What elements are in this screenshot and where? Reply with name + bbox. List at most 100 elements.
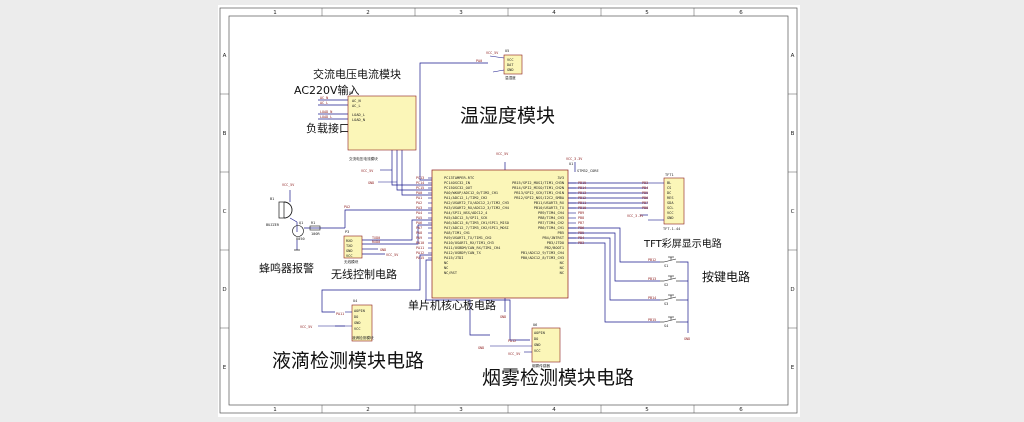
- q1-ref: Q1: [299, 221, 303, 225]
- wireless-module: P3 RXD TXD GND VCC TXD0 RXD0 GND VCC_5V …: [343, 230, 398, 264]
- u1-right-net: PB13: [578, 191, 586, 195]
- u4-pin: GND: [354, 321, 361, 325]
- u5-pin: VCC: [507, 58, 514, 62]
- u1-left-net: PA0: [416, 191, 422, 195]
- u1-right-pin: PB0/ADC12_8/TIM3_CH3: [521, 256, 564, 260]
- u1-left-net: PA1: [416, 196, 422, 200]
- tft-vcc-net: VCC_3.3V: [627, 214, 643, 218]
- u1-right-pin: PB4/JNTRST: [542, 236, 564, 240]
- wires: [289, 62, 689, 341]
- zone-dividers: [220, 8, 797, 413]
- col-marker: 5: [645, 10, 649, 16]
- u1-left-net: PC15: [416, 186, 424, 190]
- u4-pin: AOPIN: [354, 309, 365, 313]
- u1-left-net: PA9: [416, 236, 422, 240]
- u1-right-pin: PB5: [558, 231, 565, 235]
- u1-right-pin: 3V3: [558, 176, 565, 180]
- u6-ref: U6: [533, 323, 537, 327]
- u3-ac-module: U3 AC_N AC_L LOAD_L LOAD_N AC_N AC_L LOA…: [320, 91, 417, 185]
- u1-left-pin: PA8/TIM1_CH1: [444, 231, 470, 235]
- buzzer-label: 蜂鸣器报警: [259, 261, 314, 275]
- q1-type: 8050: [296, 237, 305, 241]
- u3-pin: LOAD_L: [352, 113, 365, 117]
- tft-pin: VCC: [667, 211, 674, 215]
- tft-net: PB3: [642, 181, 648, 185]
- p3-pin: TXD: [346, 244, 353, 248]
- tft-net: PB6: [642, 196, 648, 200]
- col-marker: 6: [739, 407, 743, 413]
- row-marker: A: [791, 53, 795, 59]
- u5-temp-module: U5 VCC DAT GND 温湿度 VCC_5V PA0: [476, 49, 523, 80]
- key-net: PB13: [648, 277, 656, 281]
- u1-left-net: PA11: [416, 246, 424, 250]
- u6-pin: GND: [534, 343, 541, 347]
- u1-right-pin: PB6/TIM4_CH1: [538, 226, 564, 230]
- key-ref: S2: [664, 283, 668, 287]
- tft-pin: SDA: [667, 201, 674, 205]
- u1-right-pin: PB15/SPI2_MOSI/TIM1_CH3N: [512, 181, 564, 185]
- u3-pin: LOAD_N: [352, 118, 365, 122]
- u6-smoke-module: U6 AOPIN DO GND VCC PA12 GND VCC_5V 烟雾传感…: [478, 323, 561, 368]
- u5-ref: U5: [505, 49, 509, 53]
- p3-pin: RXD: [346, 239, 353, 243]
- key-ref: S4: [664, 324, 668, 328]
- buzzer-circuit: VCC_5V B1 BUZZER Q1 8050 R1 100R PA2: [266, 183, 350, 251]
- u1-right-pin: PB11/USART3_RX: [534, 201, 565, 205]
- u1-right-pin: PB10/USART3_TX: [534, 206, 565, 210]
- u1-left-pin: PA12/USBDP/CAN_TX: [444, 251, 482, 255]
- u1-left-pin: PA11/USBDM/CAN_RX/TIM1_CH4: [444, 246, 500, 250]
- liquid-label: 液滴检测模块电路: [272, 350, 424, 372]
- u1-left-net: PC13: [416, 176, 424, 180]
- col-marker: 4: [552, 10, 556, 16]
- u1-left-pin: PC15OSC32_OUT: [444, 186, 473, 190]
- row-marker: B: [791, 131, 795, 137]
- load-port-label: 负载接口: [306, 121, 350, 135]
- row-marker: E: [223, 365, 227, 371]
- col-marker: 1: [273, 407, 277, 413]
- u1-right-pin: PB9/TIM4_CH4: [538, 211, 564, 215]
- u3-pin: AC_N: [352, 99, 361, 103]
- u1-left-pin: NC: [444, 266, 448, 270]
- u1-left-pin: PC14OSC32_IN: [444, 181, 470, 185]
- u1-left-pin: PC13TAMPER-RTC: [444, 176, 474, 180]
- u3-pin: AC_L: [352, 104, 361, 108]
- u4-caption: 液滴检测模块: [352, 335, 374, 340]
- p3-pin: GND: [346, 249, 353, 253]
- column-markers: 1 2 3 4 5 6 1 2 3 4 5 6: [273, 10, 743, 413]
- u1-right-pin: NC: [560, 261, 564, 265]
- u1-left-net: PA8: [416, 231, 422, 235]
- u1-left-net: PA2: [416, 201, 422, 205]
- u1-ref: U1: [569, 162, 573, 166]
- u3-caption: 交流电压电流模块: [349, 156, 378, 161]
- u1-right-pin: PB13/SPI2_SCK/TIM1_CH1N: [514, 191, 564, 195]
- u1-right-pin: PB12/SPI2_NSS/I2C2_SMBA: [514, 196, 565, 200]
- u5-vcc-net: VCC_5V: [486, 51, 498, 55]
- u1-left-net: PA10: [416, 241, 424, 245]
- tft-net: PB7: [642, 201, 648, 205]
- col-marker: 2: [366, 10, 370, 16]
- buzzer-name: BUZZER: [266, 223, 280, 227]
- u1-right-net: PB3: [578, 241, 584, 245]
- u5-pin: GND: [507, 68, 514, 72]
- u3-gnd: GND: [368, 181, 374, 185]
- buzzer-ref: B1: [270, 197, 274, 201]
- tft-pin: CS: [667, 186, 671, 190]
- u4-ref: U4: [353, 299, 357, 303]
- u1-left-pin: PA5/ADC12_5/SPI1_SCK: [444, 216, 488, 220]
- inner-border: [228, 15, 789, 406]
- col-marker: 1: [273, 10, 277, 16]
- keys-gnd: GND: [684, 337, 690, 341]
- u1-vcc-top: VCC_5V: [496, 152, 508, 156]
- u1-left-net: PC14: [416, 181, 424, 185]
- key-ref: S1: [664, 264, 668, 268]
- outer-border: [219, 7, 798, 414]
- tft-pin: GND: [667, 216, 674, 220]
- r1-ref: R1: [311, 221, 315, 225]
- u1-left-pin: PA15/JTDI: [444, 256, 463, 260]
- u1-right-pin: PB7/TIM4_CH2: [538, 221, 564, 225]
- u1-right-pin: PB1/ADC12_9/TIM3_CH4: [521, 251, 564, 255]
- u1-right-net: PB10: [578, 206, 586, 210]
- p3-net: RXD0: [372, 240, 380, 244]
